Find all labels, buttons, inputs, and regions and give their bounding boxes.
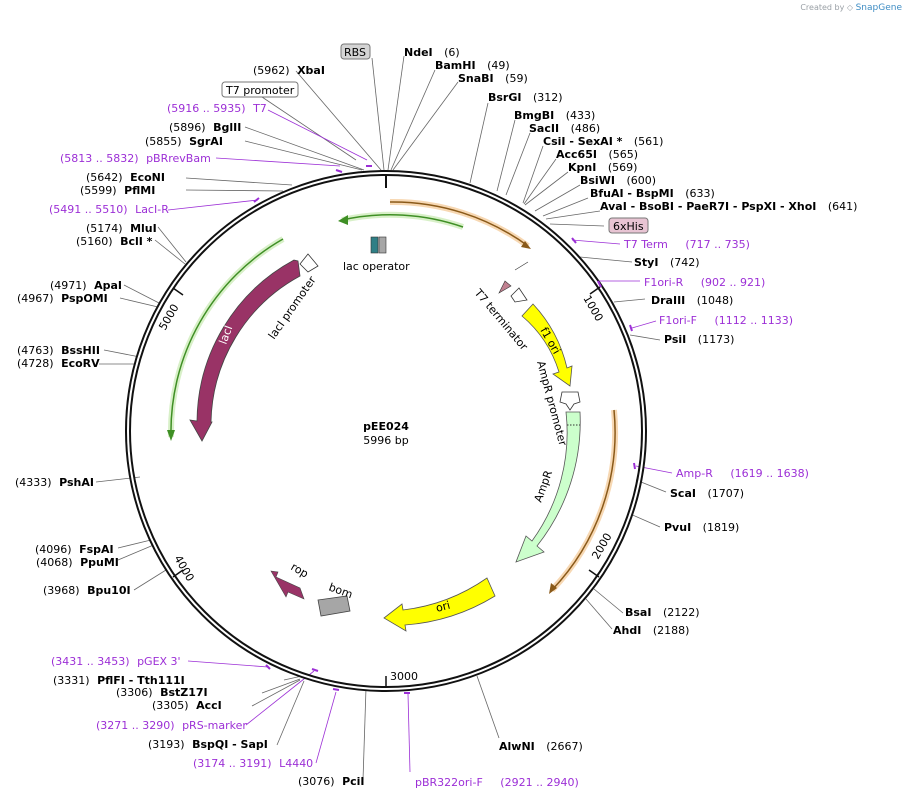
primer-ticks: [253, 165, 636, 694]
site-snabi: SnaBI (59): [458, 72, 528, 85]
site-mlui: (5174) MluI: [86, 222, 157, 235]
ori-arrow: [383, 577, 496, 632]
site-ahdi: AhdI (2188): [613, 624, 689, 637]
site-pcii: (3076) PciI: [298, 775, 365, 788]
site-bsai: BsaI (2122): [625, 606, 700, 619]
primer-t7-term: T7 Term (717 .. 735): [623, 238, 750, 251]
site-bcli: (5160) BclI *: [76, 235, 153, 248]
enzyme-labels: NdeI (6) BamHI (49) SnaBI (59) BsrGI (31…: [15, 46, 857, 788]
site-bamhi: BamHI (49): [435, 59, 510, 72]
site-csii: CsiI - SexAI * (561): [543, 135, 663, 148]
f1-ori-arrow: [521, 303, 573, 387]
primer-laci-r: (5491 .. 5510) LacI-R: [49, 203, 169, 216]
label-leaders: [95, 55, 667, 781]
ruler-label-1000: 1000: [580, 293, 605, 324]
site-bmgbi: BmgBI (433): [514, 109, 595, 122]
site-bfuai: BfuAI - BspMI (633): [590, 187, 715, 200]
t7-promoter-label: T7 promoter: [225, 84, 295, 97]
f1-ori-label: f1 ori: [537, 325, 563, 356]
site-bsrgi: BsrGI (312): [488, 91, 563, 104]
primer-f1ori-r: F1ori-R (902 .. 921): [644, 276, 765, 289]
rop-label: rop: [289, 560, 311, 580]
site-ndei: NdeI (6): [404, 46, 460, 59]
site-pshai: (4333) PshAI: [15, 476, 94, 489]
snapgene-credit: Created by ◇ SnapGene: [800, 3, 902, 13]
his-tag-box: [608, 217, 649, 234]
site-bspqi: (3193) BspQI - SapI: [148, 738, 268, 751]
primer-pgex3: (3431 .. 3453) pGEX 3': [51, 655, 181, 668]
primer-labels: (5916 .. 5935) T7 (5813 .. 5832) pBRrevB…: [49, 102, 809, 789]
rbs-label: RBS: [344, 46, 366, 59]
primer-t7: (5916 .. 5935) T7: [167, 102, 267, 115]
site-bglii: (5896) BglII: [169, 121, 241, 134]
ampr-arrow: [515, 411, 581, 563]
plasmid-name: pEE024: [363, 420, 409, 433]
site-draiii: DraIII (1048): [651, 294, 733, 307]
ampr-promoter-arrow: [559, 391, 581, 411]
ruler-ticks: [172, 286, 601, 687]
plasmid-size: 5996 bp: [363, 434, 408, 447]
site-pflmi: (5599) PflMI: [80, 184, 155, 197]
primer-l4440: (3174 .. 3191) L4440: [193, 757, 313, 770]
rbs-box: [340, 43, 371, 60]
site-acci: (3305) AccI: [152, 699, 222, 712]
laci-label: lacI: [217, 324, 236, 346]
ori-label: ori: [434, 599, 451, 615]
site-sacii: SacII (486): [529, 122, 600, 135]
primer-prs-marker: (3271 .. 3290) pRS-marker: [96, 719, 247, 732]
site-bsiwi: BsiWI (600): [580, 174, 656, 187]
site-sgrai: (5855) SgrAI: [145, 135, 223, 148]
snapgene-logo-icon: ◇: [846, 3, 854, 12]
site-pspomi: (4967) PspOMI: [17, 292, 108, 305]
credit-brand: SnapGene: [855, 3, 902, 13]
ampr-label: AmpR: [532, 468, 556, 504]
site-apai: (4971) ApaI: [50, 279, 122, 292]
site-bsshii: (4763) BssHII: [17, 344, 100, 357]
primer-f1ori-f: F1ori-F (1112 .. 1133): [659, 314, 793, 327]
site-pflfi: (3331) PflFI - Tth111I: [53, 674, 185, 687]
white-promoter-arrow-top: [510, 287, 528, 303]
lac-operator-box: [370, 236, 379, 254]
t7-terminator-arrow: [498, 280, 512, 294]
lac-operator-label: lac operator: [343, 260, 410, 273]
rop-arrow: [270, 570, 305, 600]
bom-box: [317, 595, 351, 617]
ruler-label-3000: 3000: [390, 670, 418, 683]
site-xbai: (5962) XbaI: [253, 64, 325, 77]
credit-prefix: Created by: [800, 3, 845, 12]
site-styi: StyI (742): [634, 256, 700, 269]
primer-amp-r: Amp-R (1619 .. 1638): [676, 467, 809, 480]
laci-promoter-arrow: [299, 253, 319, 273]
site-alwni: AlwNI (2667): [499, 740, 583, 753]
site-bpu10i: (3968) Bpu10I: [43, 584, 131, 597]
primer-leaders: [167, 109, 673, 773]
his-tag-label: 6xHis: [613, 220, 644, 233]
site-psii: PsiI (1173): [664, 333, 734, 346]
site-pvui: PvuI (1819): [664, 521, 739, 534]
t7-promoter-box: [221, 81, 299, 98]
primer-pbrrevbam: (5813 .. 5832) pBRrevBam: [60, 152, 211, 165]
primer-pbr322ori-f: pBR322ori-F (2921 .. 2940): [415, 776, 579, 789]
site-avai: AvaI - BsoBI - PaeR7I - PspXI - XhoI (64…: [600, 200, 857, 213]
site-bstz17i: (3306) BstZ17I: [116, 686, 208, 699]
site-ppumi: (4068) PpuMI: [36, 556, 119, 569]
laci-arrow: [189, 259, 301, 442]
site-fspai: (4096) FspAI: [35, 543, 114, 556]
site-ecorv: (4728) EcoRV: [17, 357, 100, 370]
site-kpni: KpnI (569): [568, 161, 637, 174]
site-econi: (5642) EcoNI: [86, 171, 165, 184]
site-acc65i: Acc65I (565): [556, 148, 638, 161]
site-scai: ScaI (1707): [670, 487, 744, 500]
